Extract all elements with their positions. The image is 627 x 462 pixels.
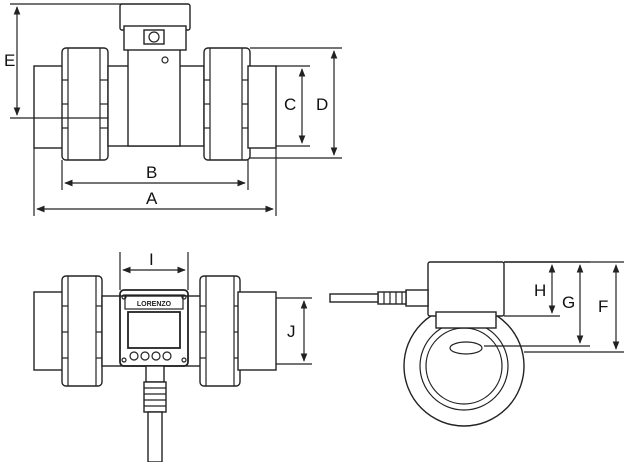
dim-label-f: F — [598, 297, 608, 316]
dim-label-d: D — [316, 95, 328, 114]
end-cable — [329, 293, 379, 303]
left-pipe-stub — [33, 65, 65, 149]
end-meter-head — [427, 261, 505, 317]
side-view: E C D B A — [4, 3, 342, 216]
meter-neck — [127, 45, 181, 147]
cable — [147, 411, 163, 462]
sensor-window — [449, 341, 483, 355]
cable-nut — [143, 381, 167, 413]
screw-icon — [161, 56, 169, 64]
front-right-pipe-stub — [237, 291, 277, 371]
brand-strip — [124, 294, 184, 310]
button-2-icon — [140, 351, 150, 361]
end-meter-neck — [435, 311, 497, 329]
button-3-icon — [151, 351, 161, 361]
dim-label-g: G — [562, 293, 575, 312]
dim-label-e: E — [4, 51, 15, 70]
display-screen — [127, 311, 181, 349]
dim-label-a: A — [146, 189, 158, 208]
dim-label-j: J — [287, 322, 296, 341]
right-pipe-stub — [247, 65, 277, 149]
brand-label: LORENZO — [137, 301, 172, 308]
cable-connector — [145, 365, 165, 383]
button-1-icon — [129, 351, 139, 361]
end-connector — [405, 289, 429, 307]
dim-label-b: B — [146, 163, 157, 182]
dim-label-c: C — [284, 95, 296, 114]
button-4-icon — [162, 351, 172, 361]
dim-label-i: I — [149, 250, 154, 269]
front-left-pipe-stub — [33, 291, 65, 371]
dim-label-h: H — [534, 281, 546, 300]
cable-gland — [143, 29, 165, 45]
front-view: LORENZO I J — [33, 250, 312, 462]
end-view: H G F — [329, 261, 624, 427]
